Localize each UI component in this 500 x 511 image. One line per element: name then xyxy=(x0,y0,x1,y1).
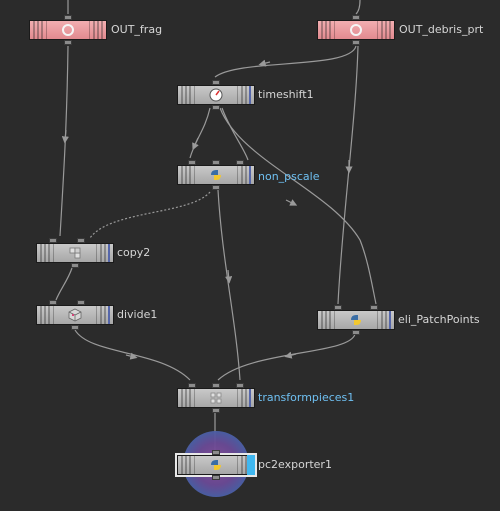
node-copy[interactable] xyxy=(36,238,114,268)
input-port[interactable] xyxy=(212,383,220,388)
wire-top-outdebris xyxy=(355,0,361,15)
output-port[interactable] xyxy=(212,408,220,413)
null-ring-icon xyxy=(61,23,75,37)
output-port[interactable] xyxy=(352,40,360,45)
output-port[interactable] xyxy=(352,330,360,335)
node-label-divide[interactable]: divide1 xyxy=(117,308,158,321)
python-icon xyxy=(209,168,223,182)
output-port[interactable] xyxy=(212,475,220,480)
input-port[interactable] xyxy=(334,305,342,310)
input-port[interactable] xyxy=(212,80,220,85)
output-port[interactable] xyxy=(64,40,72,45)
node-label-out-frag[interactable]: OUT_frag xyxy=(111,23,163,36)
wire-outdebris-patchpoints xyxy=(337,45,359,305)
node-label-pc2exporter[interactable]: pc2exporter1 xyxy=(258,458,332,471)
node-patchpoints[interactable] xyxy=(317,305,395,335)
wire-timeshift-nonpscale xyxy=(189,107,211,159)
wire-outdebris-timeshift xyxy=(214,45,357,78)
node-pc2exporter[interactable] xyxy=(175,450,257,480)
output-port[interactable] xyxy=(212,105,220,110)
wire-copy2-divide1 xyxy=(55,267,73,301)
input-port[interactable] xyxy=(188,383,196,388)
input-port[interactable] xyxy=(188,160,196,165)
input-port[interactable] xyxy=(236,383,244,388)
output-port[interactable] xyxy=(212,185,220,190)
node-label-timeshift[interactable]: timeshift1 xyxy=(258,88,314,101)
output-port[interactable] xyxy=(71,263,79,268)
node-label-non-pscale[interactable]: non_pscale xyxy=(258,170,320,183)
input-port[interactable] xyxy=(77,300,85,305)
input-port[interactable] xyxy=(77,238,85,243)
wire-timeshift-patchpoints xyxy=(219,107,377,305)
node-non-pscale[interactable] xyxy=(177,160,255,190)
wire-divide1-transform xyxy=(74,329,191,381)
node-timeshift[interactable] xyxy=(177,80,255,110)
clock-icon xyxy=(209,88,223,102)
input-port[interactable] xyxy=(370,305,378,310)
node-label-patchpoints[interactable]: eli_PatchPoints xyxy=(398,313,480,326)
node-transformpieces[interactable] xyxy=(177,383,255,413)
python-icon xyxy=(209,458,223,472)
node-out-debris[interactable] xyxy=(317,15,395,45)
input-port[interactable] xyxy=(212,160,220,165)
wire-nonpscale-transform xyxy=(217,189,241,381)
node-out-frag[interactable] xyxy=(29,15,107,45)
input-port[interactable] xyxy=(49,300,57,305)
input-port[interactable] xyxy=(64,15,72,20)
wire-nonpscale-copy2-dotted xyxy=(89,191,211,239)
wire-timeshift-transform xyxy=(221,107,249,161)
wire-outfrag-copy2 xyxy=(59,45,69,237)
node-label-out-debris[interactable]: OUT_debris_prt xyxy=(399,23,484,36)
node-label-transformpieces[interactable]: transformpieces1 xyxy=(258,391,355,404)
transform-icon xyxy=(209,391,223,405)
input-port[interactable] xyxy=(236,160,244,165)
cube-icon xyxy=(68,308,82,322)
input-port[interactable] xyxy=(352,15,360,20)
output-port[interactable] xyxy=(71,325,79,330)
input-port[interactable] xyxy=(49,238,57,243)
input-port[interactable] xyxy=(212,450,220,455)
wire-patchpoints-transform xyxy=(217,333,356,381)
null-ring-icon xyxy=(349,23,363,37)
python-icon xyxy=(349,313,363,327)
node-divide[interactable] xyxy=(36,300,114,330)
node-label-copy[interactable]: copy2 xyxy=(117,246,151,259)
copy-icon xyxy=(68,246,82,260)
